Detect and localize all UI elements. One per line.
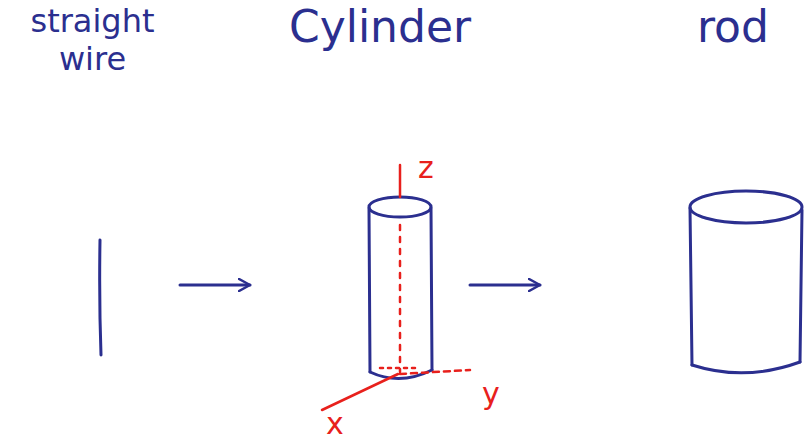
cylinder-sides <box>369 208 432 372</box>
z-axis <box>399 165 402 197</box>
x-axis <box>322 374 398 410</box>
rod-sides <box>690 208 802 365</box>
y-axis <box>400 370 470 374</box>
axis-label: y <box>482 378 500 410</box>
axis-label: x <box>326 408 344 440</box>
shape-heading: Cylinder <box>262 2 498 52</box>
arrow-connector <box>470 284 540 287</box>
wire-line <box>100 240 101 355</box>
axis-label: z <box>418 152 434 184</box>
rod-bottom <box>692 362 800 373</box>
cylinder-top <box>369 197 431 217</box>
shape-node: Cylinder <box>250 190 470 380</box>
shape-node: straight wire <box>20 210 180 360</box>
z-axis-hidden <box>399 225 402 372</box>
arrow-connector <box>180 284 250 287</box>
rod-top <box>690 191 802 223</box>
shape-heading: rod <box>668 2 798 52</box>
x-axis-hidden <box>380 367 420 370</box>
shape-heading: straight wire <box>5 2 180 78</box>
shape-node: rod <box>540 190 802 380</box>
